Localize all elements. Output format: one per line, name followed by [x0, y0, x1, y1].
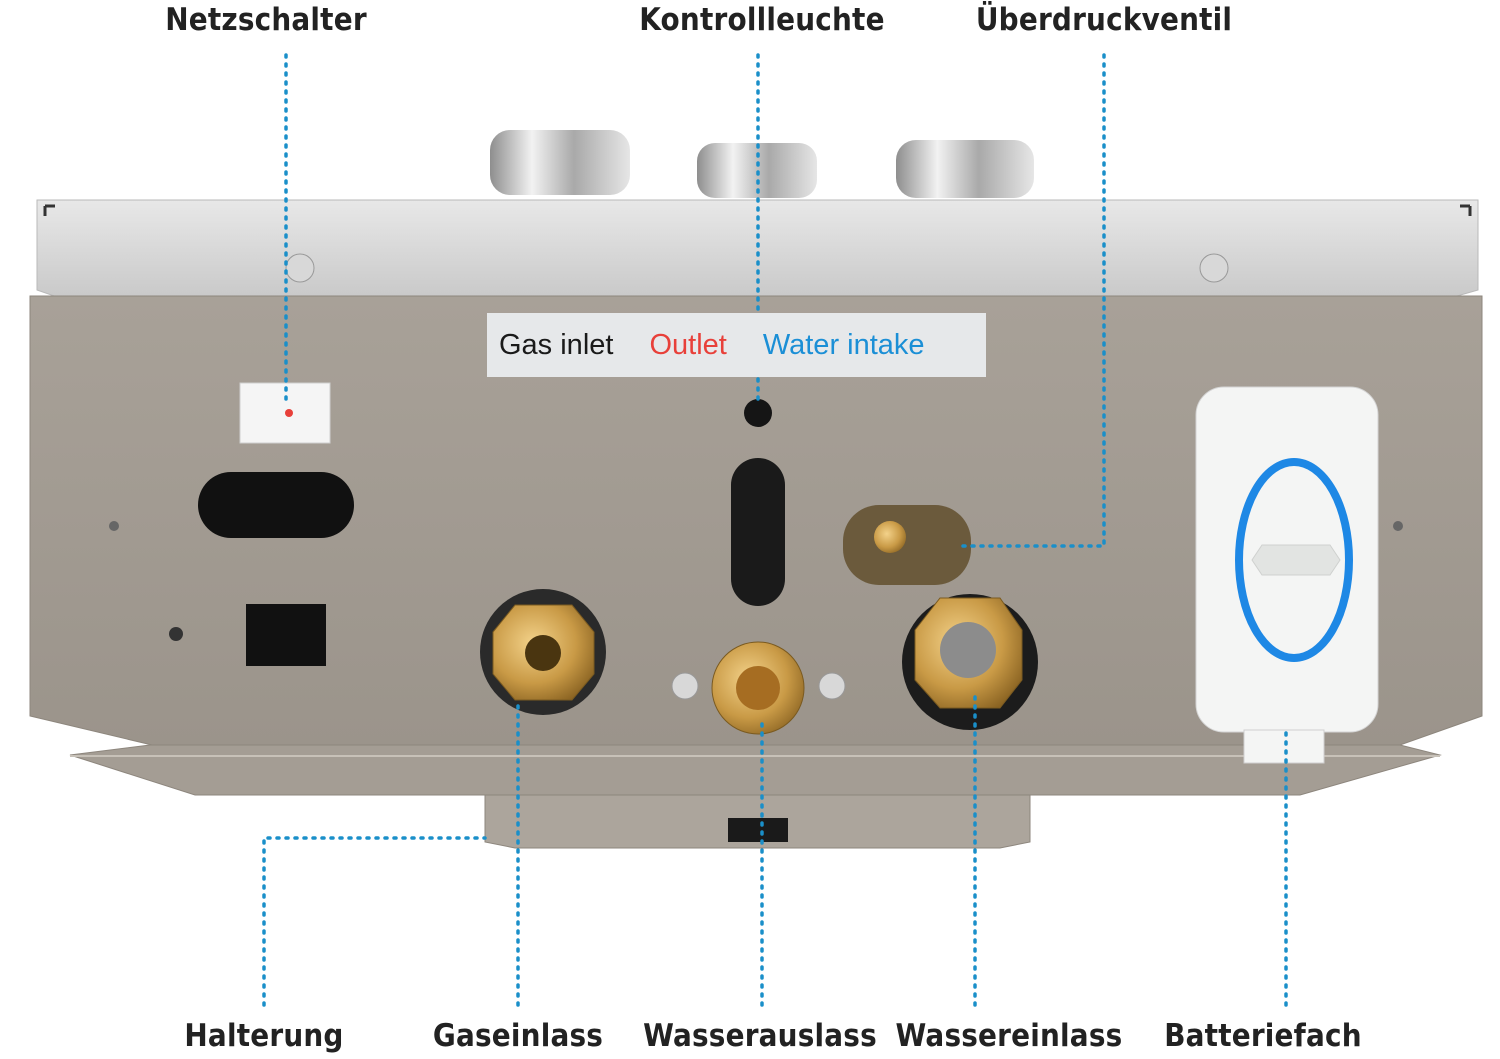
- sticker-outlet: Outlet: [649, 328, 727, 361]
- label-batteriefach: Batteriefach: [1164, 1018, 1362, 1054]
- label-wasserauslass: Wasserauslass: [643, 1018, 877, 1054]
- center-slot: [731, 458, 785, 606]
- indicator-lamp: [744, 399, 772, 427]
- label-kontrollleuchte: Kontrollleuchte: [639, 2, 885, 38]
- lid-screw-icon: [1199, 253, 1229, 283]
- screw-icon: [671, 672, 699, 700]
- screw-icon: [818, 672, 846, 700]
- sticker-water-intake: Water intake: [762, 328, 925, 361]
- control-knobs: [490, 130, 1034, 198]
- label-gaseinlass: Gaseinlass: [432, 1018, 604, 1054]
- connection-sticker: Gas inlet Outlet Water intake: [487, 313, 986, 377]
- square-opening: [246, 604, 326, 666]
- lid-screw-icon: [285, 253, 315, 283]
- overpressure-window: [843, 505, 971, 585]
- bottom-skirt: [69, 744, 1442, 796]
- sticker-gas-inlet: Gas inlet: [499, 328, 614, 361]
- label-netzschalter: Netzschalter: [165, 2, 367, 38]
- label-wassereinlass: Wassereinlass: [895, 1018, 1123, 1054]
- vent-opening: [198, 472, 354, 538]
- label-halterung: Halterung: [184, 1018, 344, 1054]
- label-ueberdruckventil: Überdruckventil: [975, 2, 1233, 38]
